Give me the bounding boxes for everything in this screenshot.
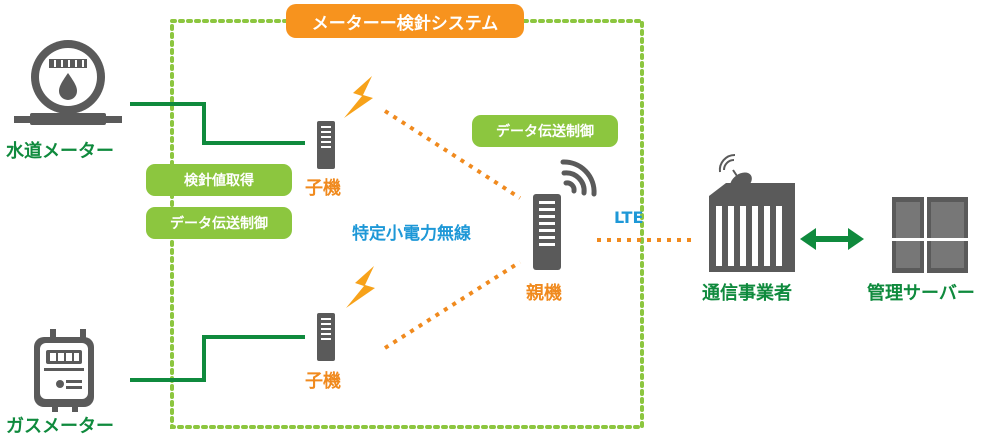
parent-unit-label: 親機 [526, 283, 562, 304]
data-control-right-badge: データ伝送制御 [472, 115, 618, 147]
gas-meter-wire [130, 335, 305, 382]
water-meter-wire [130, 102, 305, 145]
data-control-left-badge: データ伝送制御 [146, 207, 292, 239]
system-title-badge: メーターー検針システム [286, 4, 524, 38]
lte-label: LTE [614, 208, 644, 227]
carrier-label: 通信事業者 [702, 283, 792, 304]
child-unit-bottom-icon [317, 313, 335, 361]
child-unit-top-label: 子機 [305, 178, 341, 199]
system-title: メーターー検針システム [311, 13, 499, 34]
gas-meter-icon [34, 329, 94, 412]
child-unit-bottom-label: 子機 [305, 371, 341, 392]
meter-reading-label: 検針値取得 [184, 173, 254, 189]
carrier-building-icon [709, 153, 795, 272]
radio-label: 特定小電力無線 [352, 224, 471, 244]
server-icon [892, 197, 968, 273]
parent-unit-icon [533, 194, 561, 270]
server-label: 管理サーバー [867, 283, 975, 304]
lightning-top-icon [344, 76, 373, 118]
meter-reading-badge: 検針値取得 [146, 164, 292, 196]
signal-icon [560, 159, 597, 197]
double-arrow-icon [800, 228, 864, 250]
data-control-right-label: データ伝送制御 [496, 124, 594, 140]
water-meter-icon [14, 40, 122, 125]
data-control-left-label: データ伝送制御 [170, 216, 268, 232]
radio-link-top [383, 109, 522, 200]
gas-meter-label: ガスメーター [6, 416, 114, 437]
radio-link-bottom [383, 260, 522, 350]
lightning-bottom-icon [346, 266, 375, 308]
water-meter-label: 水道メーター [6, 141, 114, 162]
child-unit-top-icon [317, 121, 335, 169]
